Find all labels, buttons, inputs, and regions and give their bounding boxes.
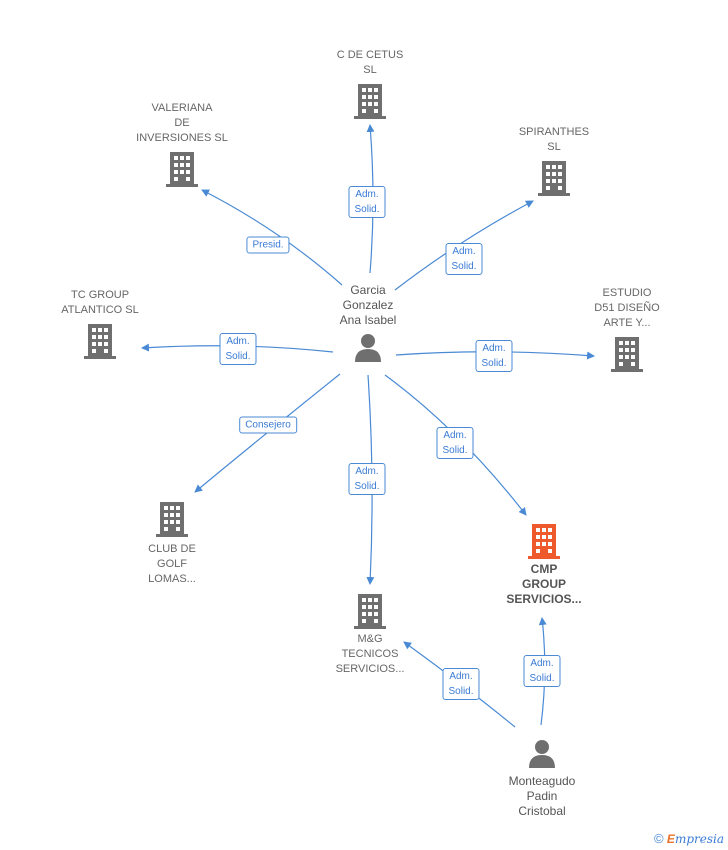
building-icon xyxy=(156,502,188,537)
person-name: Garcia Gonzalez Ana Isabel xyxy=(339,283,397,327)
node-garcia-gonzalez-ana-isabel[interactable]: Garcia Gonzalez Ana Isabel xyxy=(318,283,418,362)
company-name: SPIRANTHES SL xyxy=(518,126,590,153)
person-icon xyxy=(355,334,381,362)
edge-label-spiranthes[interactable]: Adm. Solid. xyxy=(445,243,483,275)
edge-label-estudio[interactable]: Adm. Solid. xyxy=(475,340,513,372)
edge-spiranthes xyxy=(394,200,534,291)
building-icon xyxy=(611,337,643,372)
edge-label-monteagudo-mg[interactable]: Adm. Solid. xyxy=(442,668,480,700)
company-name: CMP GROUP SERVICIOS... xyxy=(506,562,582,606)
company-name: VALERIANA DE INVERSIONES SL xyxy=(136,102,228,144)
node-valeriana-de-inversiones[interactable]: VALERIANA DE INVERSIONES SL xyxy=(122,101,242,188)
edge-label-c-de-cetus[interactable]: Adm. Solid. xyxy=(348,186,386,218)
copyright-icon: © xyxy=(653,831,664,846)
node-cmp-group-focus[interactable]: CMP GROUP SERVICIOS... xyxy=(492,522,596,607)
brand-initial: E xyxy=(666,832,675,846)
company-name: M&G TECNICOS SERVICIOS... xyxy=(335,633,405,675)
building-icon xyxy=(166,152,198,187)
empresia-brand: © Empresia xyxy=(654,831,724,846)
edge-label-valeriana[interactable]: Presid. xyxy=(246,236,290,254)
building-icon xyxy=(354,84,386,119)
company-name: C DE CETUS SL xyxy=(336,49,404,76)
node-monteagudo-padin-cristobal[interactable]: Monteagudo Padin Cristobal xyxy=(492,738,592,819)
edge-valeriana xyxy=(201,189,343,286)
company-name: CLUB DE GOLF LOMAS... xyxy=(148,543,196,585)
building-icon xyxy=(538,161,570,196)
building-icon xyxy=(354,594,386,629)
node-spiranthes[interactable]: SPIRANTHES SL xyxy=(504,125,604,197)
person-name: Monteagudo Padin Cristobal xyxy=(508,774,576,818)
building-icon xyxy=(84,324,116,359)
person-icon xyxy=(529,740,555,768)
brand-name: mpresia xyxy=(674,832,724,846)
company-name: TC GROUP ATLANTICO SL xyxy=(61,289,139,316)
edge-label-monteagudo-cmp[interactable]: Adm. Solid. xyxy=(523,655,561,687)
node-c-de-cetus[interactable]: C DE CETUS SL xyxy=(320,48,420,120)
node-tc-group-atlantico[interactable]: TC GROUP ATLANTICO SL xyxy=(45,288,155,360)
edge-label-mg-tecnicos[interactable]: Adm. Solid. xyxy=(348,463,386,495)
edge-label-cmp-group[interactable]: Adm. Solid. xyxy=(436,427,474,459)
company-name: ESTUDIO D51 DISEÑO ARTE Y... xyxy=(594,287,660,329)
node-mg-tecnicos[interactable]: M&G TECNICOS SERVICIOS... xyxy=(320,592,420,677)
node-club-de-golf[interactable]: CLUB DE GOLF LOMAS... xyxy=(122,500,222,587)
building-icon xyxy=(528,524,560,559)
edge-label-tc-group[interactable]: Adm. Solid. xyxy=(219,333,257,365)
node-estudio-d51[interactable]: ESTUDIO D51 DISEÑO ARTE Y... xyxy=(577,286,677,373)
edge-label-club-golf[interactable]: Consejero xyxy=(239,416,297,434)
